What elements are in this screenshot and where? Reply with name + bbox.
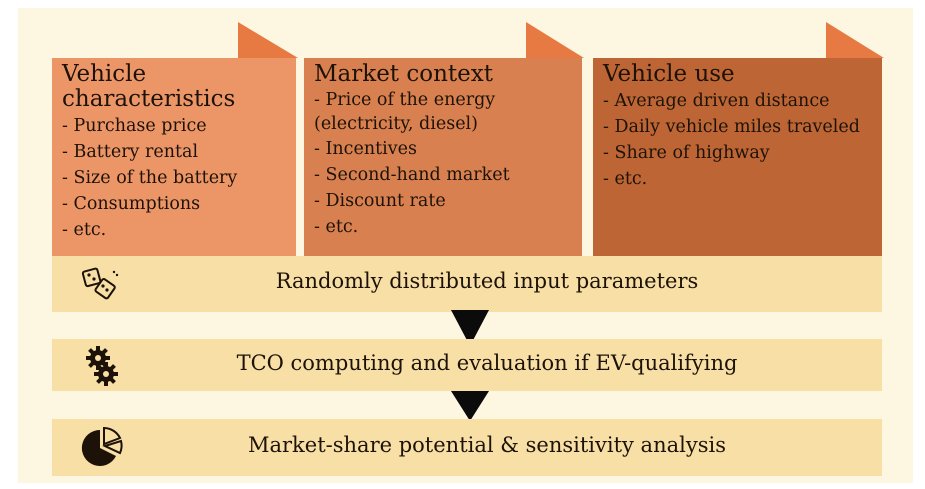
down-arrow-icon xyxy=(451,391,489,421)
card-list: - Average driven distance - Daily vehicl… xyxy=(603,88,874,192)
card-vehicle-characteristics: Vehicle characteristics - Purchase price… xyxy=(52,22,298,256)
card-tab xyxy=(526,22,584,58)
list-item: - Average driven distance xyxy=(603,91,830,111)
list-item: - etc. xyxy=(62,220,107,240)
list-item: - Share of highway xyxy=(603,143,770,163)
list-item: - Price of the energy (electricity, dies… xyxy=(314,90,496,134)
list-item: - etc. xyxy=(603,169,648,189)
step-bar-input-parameters: Randomly distributed input parameters xyxy=(52,256,882,312)
dice-icon xyxy=(81,267,119,300)
list-item: - Daily vehicle miles traveled xyxy=(603,117,860,137)
card-list: - Purchase price - Battery rental - Size… xyxy=(62,113,288,243)
list-item: - Size of the battery xyxy=(62,168,238,188)
gears-icon xyxy=(86,346,118,386)
card-title: Vehicle use xyxy=(603,61,735,87)
card-market-context: Market context - Price of the energy (el… xyxy=(304,22,584,256)
list-item: - Incentives xyxy=(314,139,417,159)
card-title: Market context xyxy=(314,61,493,87)
step-label: Randomly distributed input parameters xyxy=(275,269,699,293)
step-label: TCO computing and evaluation if EV-quali… xyxy=(236,351,738,375)
card-tab xyxy=(238,22,298,58)
step-bar-tco-computing: TCO computing and evaluation if EV-quali… xyxy=(52,339,882,391)
list-item: - Discount rate xyxy=(314,191,446,211)
pie-chart-icon xyxy=(81,426,123,466)
list-item: - Battery rental xyxy=(62,142,199,162)
list-item: - Purchase price xyxy=(62,116,207,136)
card-vehicle-use: Vehicle use - Average driven distance - … xyxy=(593,22,884,256)
list-item: - Consumptions xyxy=(62,194,201,214)
list-item: - Second-hand market xyxy=(314,165,510,185)
card-tab xyxy=(826,22,884,58)
card-list: - Price of the energy (electricity, dies… xyxy=(314,88,574,240)
step-label: Market-share potential & sensitivity ana… xyxy=(248,433,726,457)
step-bar-market-share: Market-share potential & sensitivity ana… xyxy=(52,419,882,476)
card-title: Vehicle characteristics xyxy=(62,61,236,112)
list-item: - etc. xyxy=(314,217,359,237)
